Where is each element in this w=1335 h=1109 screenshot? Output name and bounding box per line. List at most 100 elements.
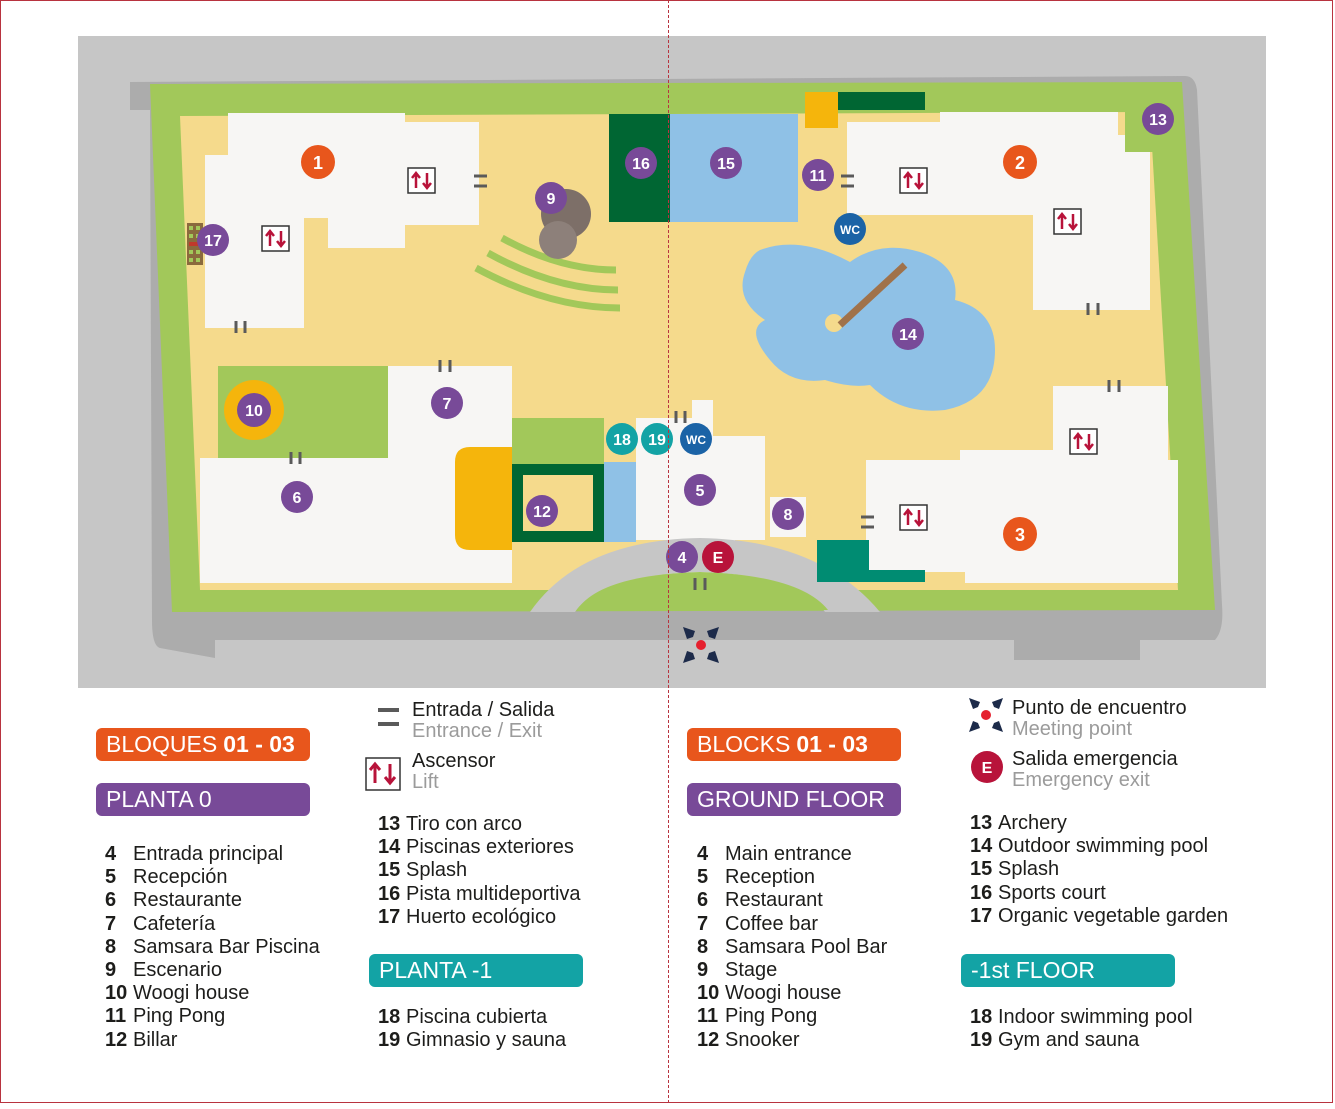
marker-16 [625, 147, 657, 179]
floor0-pill-es: PLANTA 0 [96, 783, 310, 816]
roundabout-grass [577, 572, 828, 610]
block-label-3: 3 [1015, 525, 1025, 545]
wc-marker-1 [834, 213, 866, 245]
meeting-point-icon [969, 698, 1003, 732]
pool-bridge [837, 262, 908, 328]
lift-label-es: Ascensor [412, 750, 496, 772]
floor-minus1-pill-en: -1st FLOOR [961, 954, 1175, 987]
floor0-label-en: GROUND FLOOR [697, 786, 885, 812]
marker-11 [802, 159, 834, 191]
meeting-point-icon [683, 627, 719, 663]
floor-minus1-pill-es: PLANTA -1 [369, 954, 583, 987]
blocks-label-es: BLOQUES [106, 731, 218, 757]
marker-5 [684, 474, 716, 506]
marker-18 [606, 423, 638, 455]
marker-17 [197, 224, 229, 256]
marker-15 [710, 147, 742, 179]
marker-label-7: 7 [443, 396, 452, 413]
block-markers: 1 2 3 [301, 145, 1037, 551]
blocks-label-en: BLOCKS [697, 731, 791, 757]
marker-7 [431, 387, 463, 419]
emergency-exit-legend: Salida emergencia Emergency exit [1012, 749, 1178, 791]
marker-label-11: 11 [810, 168, 827, 185]
entrance-legend: Entrada / Salida Entrance / Exit [412, 700, 554, 742]
marker-label-13: 13 [1149, 112, 1167, 129]
marker-label-14: 14 [899, 327, 917, 344]
emergency-label-es: Salida emergencia [1012, 748, 1178, 770]
floor0-label-es: PLANTA 0 [106, 786, 212, 812]
entrance-exit-marks [234, 174, 1121, 590]
meeting-point-legend: Punto de encuentro Meeting point [1012, 698, 1187, 740]
lawn-billiard [512, 418, 604, 464]
block-label-2: 2 [1015, 153, 1025, 173]
wc-label-1: WC [840, 223, 860, 237]
lift-icon [365, 757, 401, 791]
lift-icon [899, 167, 928, 194]
emergency-exit-marker [702, 541, 734, 573]
marker-8 [772, 498, 804, 530]
marker-label-17: 17 [204, 233, 222, 250]
marker-label-19: 19 [648, 432, 666, 449]
marker-13 [1142, 103, 1174, 135]
marker-label-9: 9 [547, 191, 556, 208]
marker-9 [535, 182, 567, 214]
buildings [200, 112, 1178, 583]
lift-icon [899, 504, 928, 531]
lift-label-en: Lift [412, 771, 439, 793]
fold-line [668, 0, 669, 1103]
marker-label-5: 5 [696, 483, 705, 500]
floor-minus1-label-es: PLANTA -1 [379, 957, 493, 983]
meeting-label-en: Meeting point [1012, 718, 1133, 740]
emergency-exit-icon: E [971, 751, 1003, 783]
emergency-exit-label: E [713, 550, 724, 567]
marker-label-18: 18 [613, 432, 631, 449]
blocks-range-en: 01 - 03 [796, 731, 868, 757]
emergency-label-en: Emergency exit [1012, 769, 1150, 791]
meeting-label-es: Punto de encuentro [1012, 697, 1187, 719]
garden-red [189, 242, 200, 246]
marker-10 [237, 393, 271, 427]
emergency-icon-letter: E [982, 760, 993, 777]
stage-arcs [474, 234, 621, 312]
building-block-1 [205, 113, 479, 328]
lift-icon [407, 167, 436, 194]
lift-icon [1053, 208, 1082, 235]
pool-island [825, 314, 843, 332]
marker-label-12: 12 [533, 504, 551, 521]
yellow-kiosk [805, 92, 838, 128]
wc-label-2: WC [686, 433, 706, 447]
marker-4 [666, 541, 698, 573]
billiard-pool-strip [604, 462, 636, 542]
teal-pool-area-2 [860, 570, 925, 582]
building-cafeteria [200, 366, 512, 583]
entrance-exit-icon [378, 708, 399, 726]
